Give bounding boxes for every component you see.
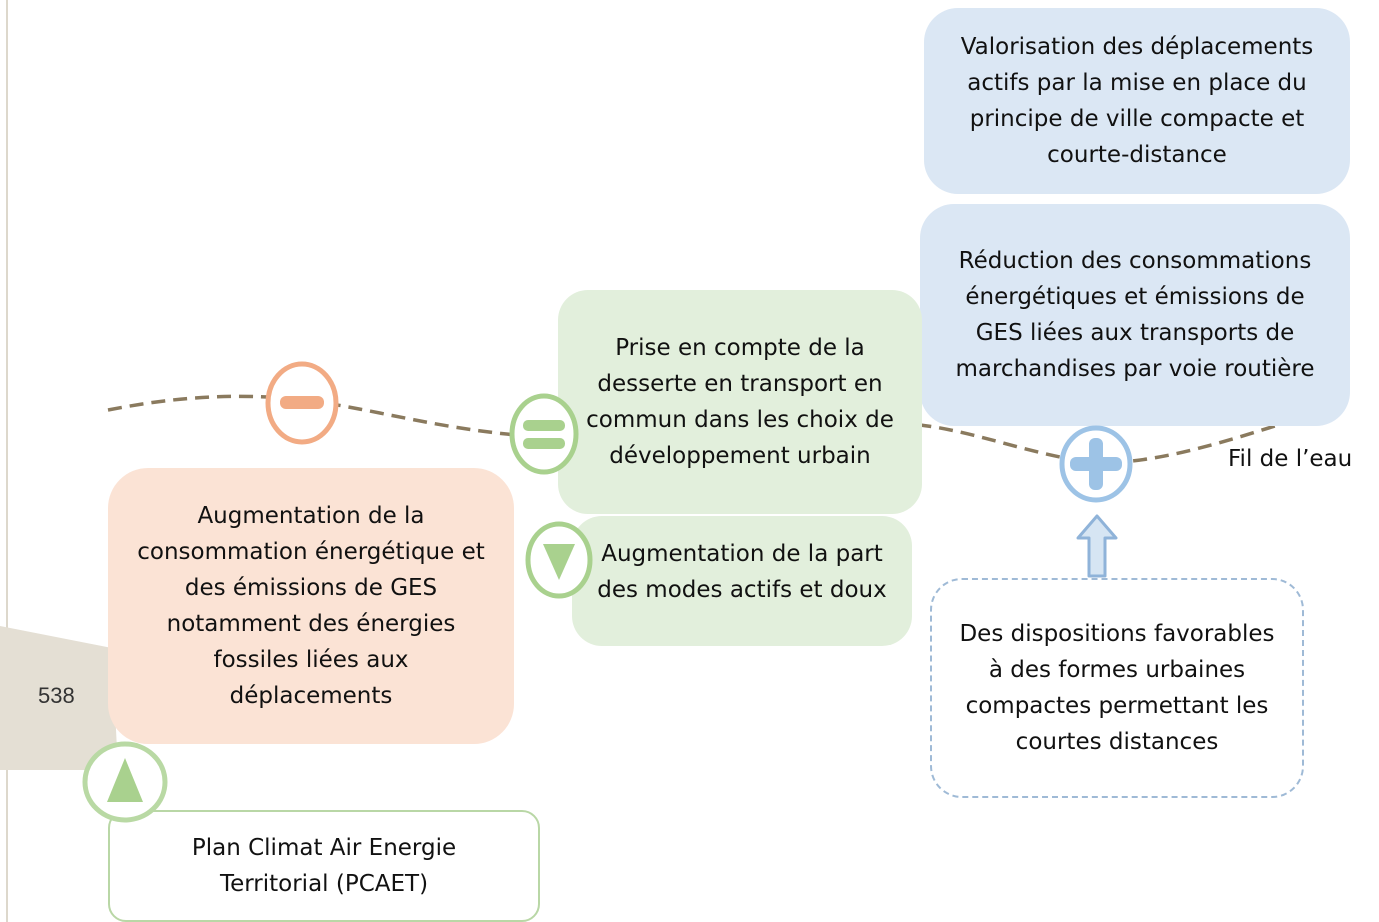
baseline-label: Fil de l’eau	[1228, 446, 1353, 472]
plus-icon	[1059, 425, 1133, 503]
dispositions-text: Des dispositions favorables à des formes…	[959, 621, 1275, 755]
page-margin-rule	[6, 0, 8, 922]
pcaet-text: Plan Climat Air Energie Territorial (PCA…	[191, 835, 457, 897]
minus-icon	[265, 361, 339, 445]
prise-en-compte-text: Prise en compte de la desserte en transp…	[586, 335, 894, 469]
page-number: 538	[38, 683, 75, 708]
equals-icon	[509, 393, 579, 475]
augmentation-conso-box: Augmentation de la consommation énergéti…	[108, 468, 514, 744]
up-triangle-icon	[82, 741, 168, 823]
down-triangle-icon	[525, 521, 593, 599]
augmentation-modes-box: Augmentation de la part des modes actifs…	[572, 516, 912, 646]
reduction-box: Réduction des consommations énergétiques…	[920, 204, 1350, 426]
grey-page-tab	[0, 626, 118, 770]
dispositions-box: Des dispositions favorables à des formes…	[930, 578, 1304, 798]
reduction-text: Réduction des consommations énergétiques…	[955, 248, 1315, 382]
augmentation-modes-text: Augmentation de la part des modes actifs…	[597, 541, 887, 603]
prise-en-compte-box: Prise en compte de la desserte en transp…	[558, 290, 922, 514]
valorisation-box: Valorisation des déplacements actifs par…	[924, 8, 1350, 194]
valorisation-text: Valorisation des déplacements actifs par…	[960, 34, 1314, 168]
up-arrow-icon	[1076, 514, 1118, 578]
augmentation-conso-text: Augmentation de la consommation énergéti…	[137, 503, 485, 709]
pcaet-box: Plan Climat Air Energie Territorial (PCA…	[108, 810, 540, 922]
